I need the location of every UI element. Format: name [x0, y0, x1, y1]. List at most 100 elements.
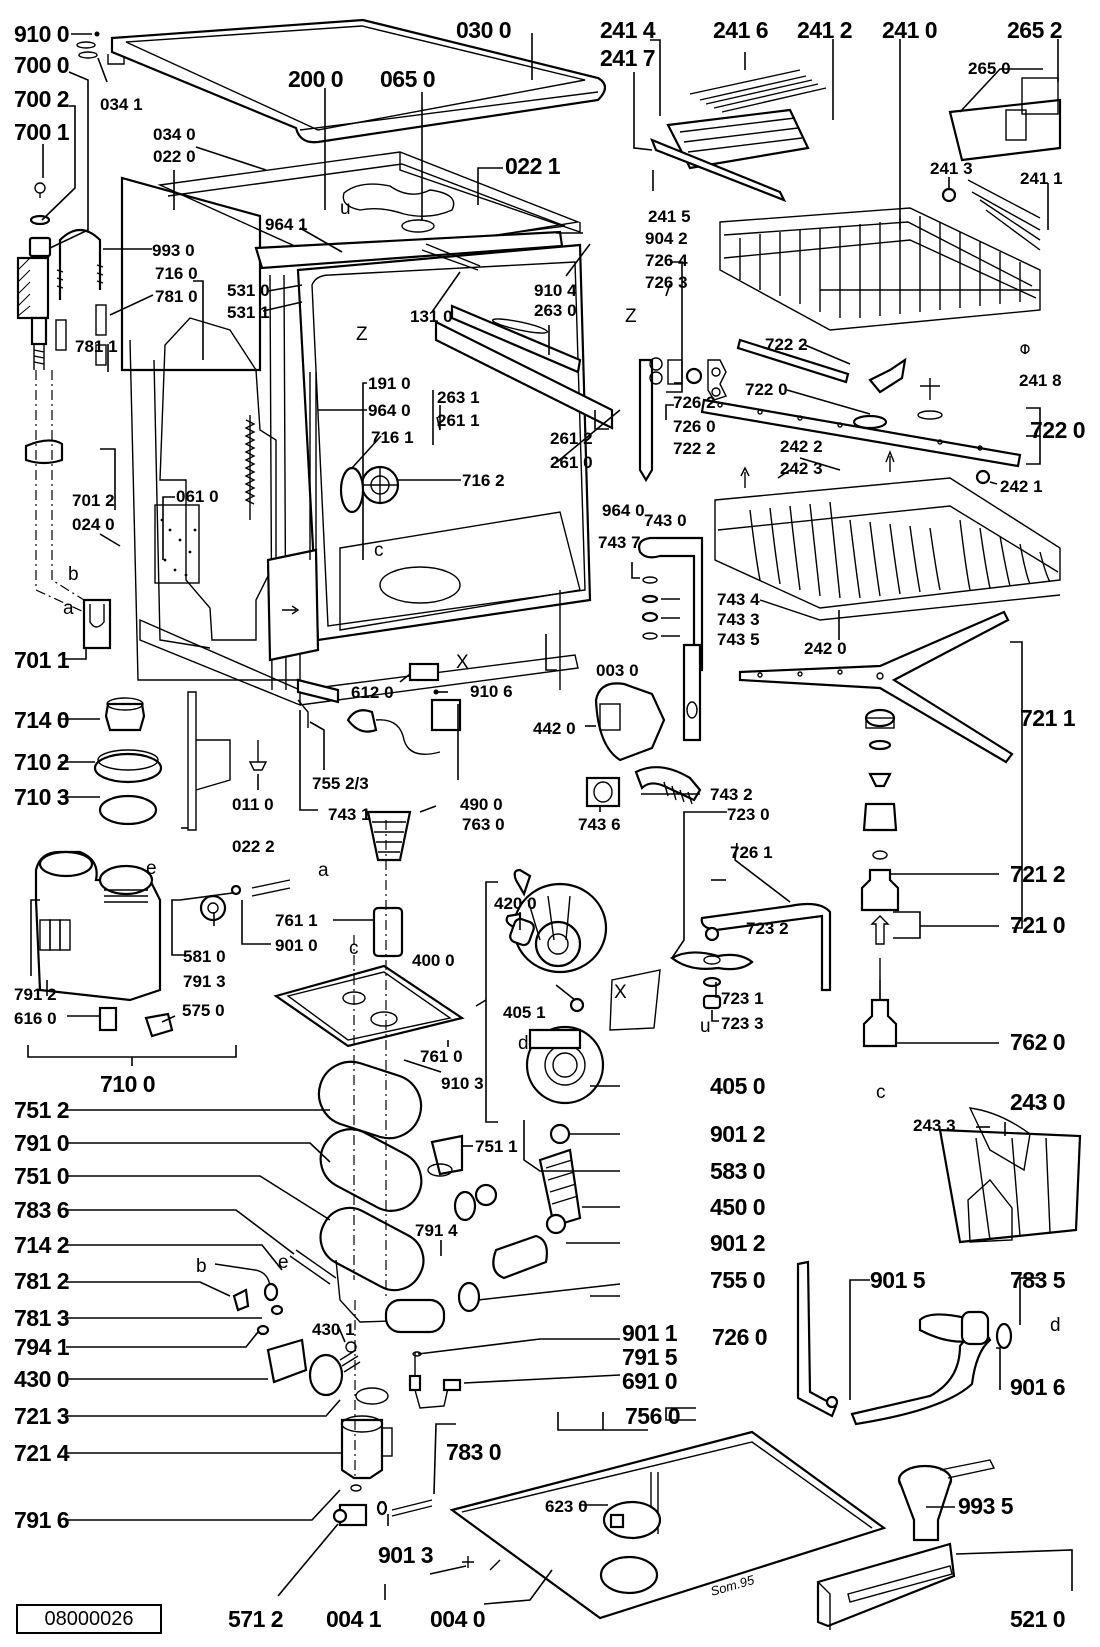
- part-label: 723 0: [727, 805, 770, 824]
- part-label: 755 0: [710, 1267, 765, 1293]
- part-label: 993 5: [958, 1493, 1014, 1519]
- part-label: 265 0: [968, 59, 1011, 78]
- part-label: 710 0: [100, 1071, 155, 1097]
- part-label: 430 1: [312, 1320, 355, 1339]
- part-label: 964 0: [368, 401, 411, 420]
- part-label: 761 1: [275, 911, 318, 930]
- part-label: 241 6: [713, 17, 768, 43]
- part-label: 723 1: [721, 989, 764, 1008]
- part-label: 191 0: [368, 374, 411, 393]
- part-label: 243 0: [1010, 1089, 1065, 1115]
- spray-duct-726: [638, 357, 727, 483]
- connector-e: e: [146, 858, 157, 879]
- part-label: 011 0: [232, 795, 274, 814]
- part-label: 034 1: [100, 95, 143, 114]
- part-label: 721 0: [1010, 912, 1065, 938]
- salt-container-710: [27, 697, 291, 1066]
- connector-z: Z: [625, 306, 637, 327]
- part-label: 716 1: [371, 428, 414, 447]
- cable-assembly-490: [296, 662, 462, 755]
- connector-d: d: [1050, 1315, 1061, 1336]
- part-label: 405 1: [503, 1003, 546, 1022]
- cutlery-basket-243: [938, 1107, 1082, 1244]
- part-label: 004 0: [430, 1606, 485, 1632]
- leader-lines: [30, 33, 1073, 1605]
- part-label: 743 4: [717, 590, 760, 609]
- part-label: 755 2/3: [312, 774, 369, 793]
- duct-743-assembly: [585, 536, 704, 808]
- part-label: 743 5: [717, 630, 760, 649]
- part-label: 901 6: [1010, 1374, 1065, 1400]
- part-label: 726 0: [712, 1324, 767, 1350]
- part-label: 756 0: [625, 1403, 680, 1429]
- part-label: 265 2: [1007, 17, 1062, 43]
- part-label: 762 0: [1010, 1029, 1065, 1055]
- part-label: 791 2: [14, 985, 57, 1004]
- part-label: 904 2: [645, 229, 688, 248]
- part-label: 714 2: [14, 1232, 69, 1258]
- part-label: 242 1: [1000, 477, 1043, 496]
- panel-022-2: [187, 691, 268, 831]
- part-label: 131 0: [410, 307, 453, 326]
- part-label: 781 1: [75, 337, 118, 356]
- part-label: 623 0: [545, 1497, 588, 1516]
- part-label: 003 0: [596, 661, 639, 680]
- lower-spray-arm-721: [738, 610, 1014, 1048]
- part-label: 521 0: [1010, 1606, 1065, 1632]
- part-label: 405 0: [710, 1073, 765, 1099]
- control-panel-521: [816, 1542, 956, 1630]
- part-label: 004 1: [326, 1606, 382, 1632]
- catalog-number-box: 08000026: [16, 1604, 162, 1634]
- part-label: 065 0: [380, 66, 435, 92]
- connector-b: b: [68, 564, 79, 585]
- part-labels: 910 0 700 0 700 2 700 1 034 1 030 0 200 …: [14, 17, 1086, 1632]
- part-label: 721 2: [1010, 861, 1065, 887]
- part-label: 241 5: [648, 207, 691, 226]
- part-label: 241 0: [882, 17, 937, 43]
- part-label: 722 2: [673, 439, 716, 458]
- part-label: 722 0: [1030, 417, 1085, 443]
- part-label: 400 0: [412, 951, 455, 970]
- part-label: 910 0: [14, 21, 69, 47]
- part-label: 723 2: [746, 919, 789, 938]
- part-label: 571 2: [228, 1606, 283, 1632]
- part-label: 243 3: [913, 1116, 956, 1135]
- cabinet-frame: [120, 151, 614, 707]
- part-label: 261 1: [437, 411, 480, 430]
- part-label: 612 0: [351, 683, 394, 702]
- part-label: 763 0: [462, 815, 505, 834]
- part-label: 743 7: [598, 533, 641, 552]
- part-label: 420 0: [494, 894, 537, 913]
- part-label: 242 2: [780, 437, 823, 456]
- part-label: 726 0: [673, 417, 716, 436]
- part-label: 781 2: [14, 1268, 69, 1294]
- part-label: 743 0: [644, 511, 687, 530]
- part-label: 743 6: [578, 815, 621, 834]
- part-label: 714 0: [14, 707, 69, 733]
- part-label: 781 0: [155, 287, 198, 306]
- part-label: 581 0: [183, 947, 226, 966]
- valve-assembly-430: [214, 1249, 462, 1527]
- part-label: 034 0: [153, 125, 196, 144]
- part-label: 241 1: [1020, 169, 1063, 188]
- connector-z: Z: [356, 324, 368, 345]
- part-label: 721 4: [14, 1440, 70, 1466]
- part-label: 531 0: [227, 281, 270, 300]
- part-label: 024 0: [72, 515, 115, 534]
- connector-e: e: [278, 1252, 289, 1273]
- connector-u: u: [340, 198, 351, 219]
- part-label: 242 0: [804, 639, 847, 658]
- part-label: 242 3: [780, 459, 823, 478]
- connector-c: c: [876, 1082, 886, 1103]
- part-label: 241 4: [600, 17, 656, 43]
- part-label: 726 1: [730, 843, 773, 862]
- part-label: 241 8: [1019, 371, 1062, 390]
- part-label: 743 2: [710, 785, 753, 804]
- upper-spray-arm-722: [700, 338, 1022, 468]
- part-label: 751 0: [14, 1163, 69, 1189]
- part-label: 200 0: [288, 66, 343, 92]
- part-label: 022 1: [505, 153, 561, 179]
- part-label: 450 0: [710, 1194, 765, 1220]
- part-label: 716 0: [155, 264, 198, 283]
- upper-basket-241: [650, 69, 1062, 354]
